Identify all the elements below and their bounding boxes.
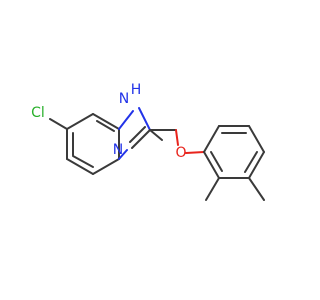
bond [203, 125, 220, 153]
double-bond-inner [244, 151, 258, 173]
bond-ch2-o [175, 129, 179, 146]
imidazole-ring [118, 107, 151, 160]
bond [66, 113, 94, 130]
bond [92, 158, 120, 175]
bond-o-aryl [185, 151, 205, 154]
bond-c-cl [49, 118, 68, 130]
molecule-structure: Cl H N N O [31, 82, 265, 201]
imine-nitrogen-label: N [113, 142, 123, 158]
nh-nitrogen-label: N [119, 91, 129, 107]
bond [66, 158, 94, 175]
double-bond-inner [210, 151, 223, 172]
aryl-ring [203, 125, 265, 179]
bond [203, 151, 220, 179]
bond-methyl-3 [248, 177, 265, 201]
bond [92, 113, 120, 130]
bond-c2-ch2 [149, 129, 163, 141]
nh-hydrogen-label: H [131, 82, 142, 98]
double-bond-c2-n [129, 126, 146, 143]
bond-methyl-2 [205, 177, 220, 201]
double-bond-inner [96, 120, 115, 132]
bond [248, 151, 265, 179]
bond [248, 125, 265, 153]
benzo-ring [66, 113, 120, 175]
bond-c2-n [131, 129, 151, 149]
bond-c-nh [118, 110, 134, 130]
oxygen-label: O [175, 145, 186, 161]
bond-nh-c2 [138, 107, 151, 131]
bond-n-c [118, 149, 128, 160]
double-bond-inner [72, 155, 94, 168]
chlorine-label: Cl [31, 105, 45, 121]
